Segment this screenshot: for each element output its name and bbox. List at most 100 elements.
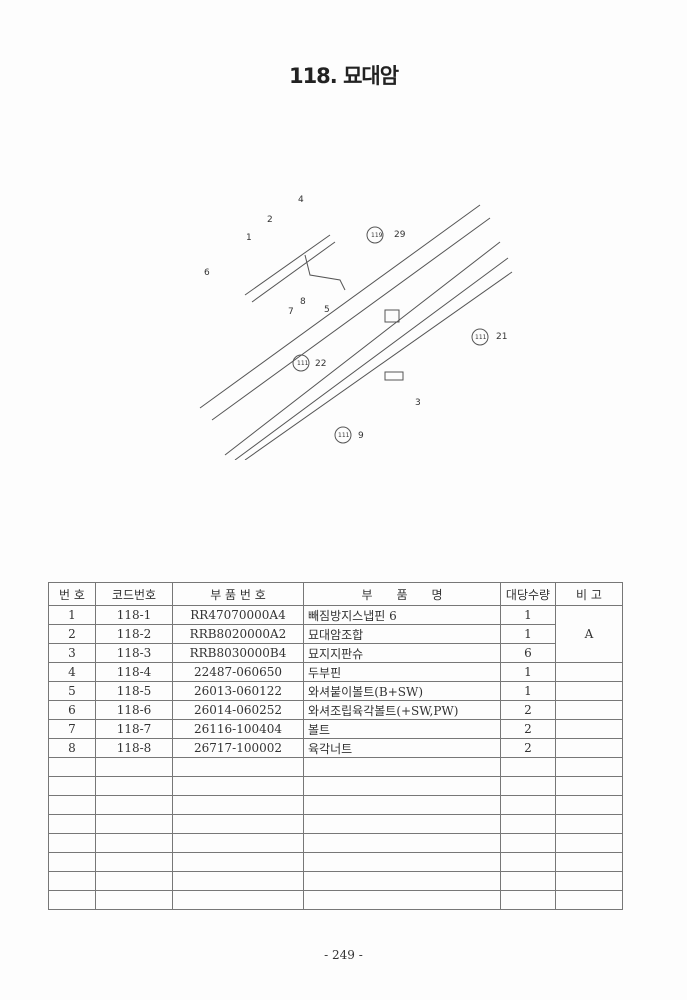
callout: 8 <box>300 297 306 307</box>
header-part-name: 부 품 명 <box>303 582 501 606</box>
cell-part-number <box>172 795 304 815</box>
cell-code: 118-5 <box>95 681 173 701</box>
cell-code <box>95 795 173 815</box>
cell-part-number: RRB8020000A2 <box>172 624 304 644</box>
cell-part-number <box>172 814 304 834</box>
table-header: 번 호 코드번호 부 품 번 호 부 품 명 대당수량 비 고 <box>48 582 623 606</box>
cell-part-name: 와셔붙이볼트(B+SW) <box>303 681 501 701</box>
header-code: 코드번호 <box>95 582 173 606</box>
cell-remarks <box>555 757 623 777</box>
cell-part-name <box>303 757 501 777</box>
cell-part-name <box>303 852 501 872</box>
table-row <box>48 852 623 872</box>
header-remarks: 비 고 <box>555 582 623 606</box>
cell-no: 4 <box>48 662 96 682</box>
cell-no <box>48 871 96 891</box>
callout: 22 <box>315 359 326 369</box>
cell-qty: 2 <box>500 719 556 739</box>
cell-part-number <box>172 871 304 891</box>
cell-qty: 2 <box>500 738 556 758</box>
cell-code: 118-8 <box>95 738 173 758</box>
cell-qty <box>500 890 556 910</box>
cell-qty <box>500 776 556 796</box>
cell-remarks <box>555 776 623 796</box>
callout: 5 <box>324 305 330 315</box>
cell-no <box>48 852 96 872</box>
cell-remarks <box>555 852 623 872</box>
ref-circle: 119 <box>371 232 383 239</box>
ref-circle: 111 <box>475 334 487 341</box>
cell-code <box>95 833 173 853</box>
table-row <box>48 757 623 777</box>
callout: 2 <box>267 215 273 225</box>
callout: 21 <box>496 332 507 342</box>
table-row <box>48 871 623 891</box>
cell-no: 3 <box>48 643 96 663</box>
cell-qty: 1 <box>500 624 556 644</box>
cell-no: 2 <box>48 624 96 644</box>
table-row <box>48 814 623 834</box>
cell-remarks <box>555 890 623 910</box>
ref-circle: 111 <box>338 432 350 439</box>
callout: 3 <box>415 398 421 408</box>
cell-part-number <box>172 890 304 910</box>
cell-no: 8 <box>48 738 96 758</box>
cell-no <box>48 814 96 834</box>
cell-part-name: 볼트 <box>303 719 501 739</box>
cell-remarks <box>555 871 623 891</box>
cell-part-name <box>303 776 501 796</box>
cell-part-name: 육각너트 <box>303 738 501 758</box>
callout: 4 <box>298 195 304 205</box>
header-no: 번 호 <box>48 582 96 606</box>
cell-qty <box>500 795 556 815</box>
cell-part-number: RR47070000A4 <box>172 605 304 625</box>
cell-remarks <box>555 700 623 720</box>
cell-no <box>48 833 96 853</box>
cell-part-name: 빼짐방지스냅핀 6 <box>303 605 501 625</box>
cell-part-number: RRB8030000B4 <box>172 643 304 663</box>
cell-no <box>48 776 96 796</box>
cell-code: 118-6 <box>95 700 173 720</box>
cell-code: 118-2 <box>95 624 173 644</box>
arm-assembly <box>244 234 404 381</box>
cell-code <box>95 890 173 910</box>
cell-remarks <box>555 719 623 739</box>
cell-qty <box>500 871 556 891</box>
cell-part-number: 26014-060252 <box>172 700 304 720</box>
callout: 7 <box>288 307 294 317</box>
cell-code: 118-1 <box>95 605 173 625</box>
cell-no: 5 <box>48 681 96 701</box>
cell-qty <box>500 757 556 777</box>
cell-code: 118-3 <box>95 643 173 663</box>
callout: 9 <box>358 431 364 441</box>
table-row <box>48 833 623 853</box>
cell-code <box>95 814 173 834</box>
callout: 29 <box>394 230 406 240</box>
cell-qty: 1 <box>500 605 556 625</box>
cell-remarks <box>555 814 623 834</box>
cell-part-number: 26717-100002 <box>172 738 304 758</box>
cell-part-number <box>172 852 304 872</box>
cell-part-name <box>303 833 501 853</box>
cell-part-number: 26116-100404 <box>172 719 304 739</box>
cell-remarks <box>555 738 623 758</box>
cell-part-number: 26013-060122 <box>172 681 304 701</box>
cell-code <box>95 871 173 891</box>
cell-part-name <box>303 871 501 891</box>
cell-no <box>48 795 96 815</box>
callout: 6 <box>204 268 210 278</box>
cell-remarks <box>555 681 623 701</box>
cell-qty: 6 <box>500 643 556 663</box>
cell-no: 7 <box>48 719 96 739</box>
cell-code: 118-4 <box>95 662 173 682</box>
cell-part-name <box>303 814 501 834</box>
cell-code: 118-7 <box>95 719 173 739</box>
